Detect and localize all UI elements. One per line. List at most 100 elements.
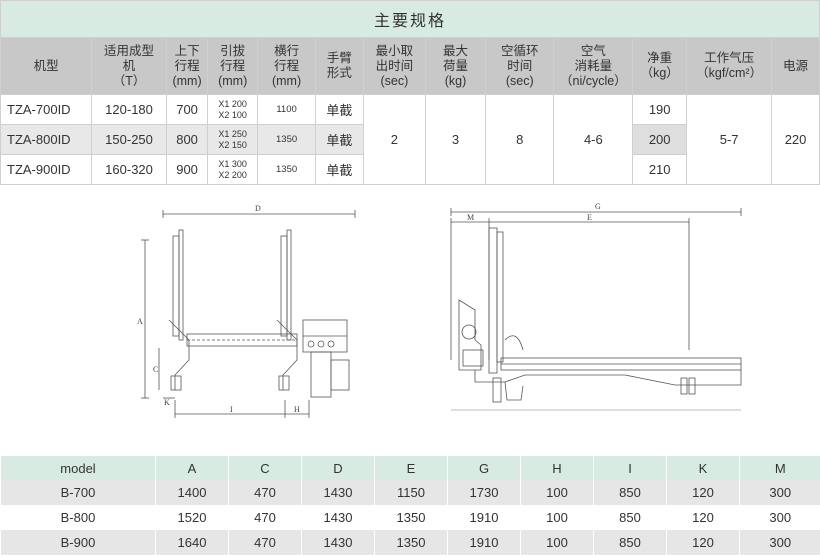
label-D: D xyxy=(255,204,261,213)
cell-arm: 单截 xyxy=(315,94,364,125)
cell-updown: 900 xyxy=(165,154,209,185)
dims-cell: B-800 xyxy=(0,505,156,530)
header-draw: 引拔 行程 (mm) xyxy=(207,37,259,95)
cell-model: TZA-800ID xyxy=(0,124,93,155)
label-M: M xyxy=(467,213,474,222)
dims-cell: 470 xyxy=(228,505,302,530)
cell-min-takeout: 2 xyxy=(362,94,426,185)
cell-arm: 单截 xyxy=(315,154,364,185)
label-H: H xyxy=(294,405,300,414)
cell-machine: 120-180 xyxy=(91,94,167,125)
dims-cell: 470 xyxy=(228,530,302,555)
cell-traverse: 1100 xyxy=(257,94,317,125)
cell-weight: 190 xyxy=(632,94,688,125)
cell-machine: 150-250 xyxy=(91,124,167,155)
label-C: C xyxy=(153,365,158,374)
dims-cell: 1430 xyxy=(301,530,375,555)
dims-cell: 1520 xyxy=(155,505,229,530)
dims-cell: 1730 xyxy=(447,480,521,505)
header-updown: 上下 行程 (mm) xyxy=(165,37,209,95)
dims-cell: 1350 xyxy=(374,530,448,555)
cell-cycle: 8 xyxy=(485,94,555,185)
dims-cell: 1430 xyxy=(301,480,375,505)
cell-pressure: 5-7 xyxy=(686,94,773,185)
dims-header-E: E xyxy=(374,456,448,480)
cell-max-load: 3 xyxy=(424,94,487,185)
header-max-load: 最大 荷量 (kg) xyxy=(424,37,487,95)
dims-cell: 850 xyxy=(593,530,667,555)
cell-weight: 200 xyxy=(632,124,688,155)
spec-table: 主要规格 机型 适用成型 机 （T） 上下 行程 (mm) 引拔 行程 (mm)… xyxy=(0,0,820,185)
header-min-takeout: 最小取 出时间 (sec) xyxy=(362,37,426,95)
label-A: A xyxy=(137,317,143,326)
dims-header-A: A xyxy=(155,456,229,480)
cell-traverse: 1350 xyxy=(257,154,317,185)
side-view-drawing: G M E xyxy=(450,202,742,411)
dims-header-G: G xyxy=(447,456,521,480)
dims-header-K: K xyxy=(666,456,740,480)
dims-cell: 1910 xyxy=(447,530,521,555)
draw-x2: X2 150 xyxy=(218,139,247,150)
cell-weight: 210 xyxy=(632,154,688,185)
dims-cell: 120 xyxy=(666,480,740,505)
header-model: 机型 xyxy=(0,37,93,95)
header-cycle: 空循环 时间 (sec) xyxy=(485,37,555,95)
header-arm: 手臂 形式 xyxy=(315,37,364,95)
draw-x1: X1 300 xyxy=(218,158,247,169)
dims-header-model: model xyxy=(0,456,156,480)
dims-cell: 300 xyxy=(739,530,820,555)
dims-header-I: I xyxy=(593,456,667,480)
label-K: K xyxy=(164,398,170,407)
label-E: E xyxy=(587,213,592,222)
dims-cell: 470 xyxy=(228,480,302,505)
dims-cell: 120 xyxy=(666,505,740,530)
cell-power: 220 xyxy=(771,94,820,185)
cell-model: TZA-900ID xyxy=(0,154,93,185)
cell-updown: 700 xyxy=(165,94,209,125)
dims-header-H: H xyxy=(520,456,594,480)
draw-x2: X2 100 xyxy=(218,109,247,120)
header-traverse: 横行 行程 (mm) xyxy=(257,37,317,95)
dims-header-C: C xyxy=(228,456,302,480)
dims-cell: 300 xyxy=(739,480,820,505)
dims-cell: 120 xyxy=(666,530,740,555)
dims-cell: 850 xyxy=(593,505,667,530)
header-power: 电源 xyxy=(771,37,820,95)
dims-cell: 1150 xyxy=(374,480,448,505)
dims-cell: 1400 xyxy=(155,480,229,505)
dims-cell: 100 xyxy=(520,530,594,555)
dims-cell: 300 xyxy=(739,505,820,530)
front-view-drawing: D A C K I H xyxy=(137,204,356,418)
header-machine: 适用成型 机 （T） xyxy=(91,37,167,95)
spec-title: 主要规格 xyxy=(0,0,820,38)
cell-air: 4-6 xyxy=(553,94,634,185)
dimension-table: model A C D E G H I K M B-700 1400 470 1… xyxy=(0,456,820,555)
dims-cell: B-900 xyxy=(0,530,156,555)
header-pressure: 工作气压 （kgf/cm²） xyxy=(686,37,773,95)
dims-header-D: D xyxy=(301,456,375,480)
label-I: I xyxy=(230,405,233,414)
dims-cell: B-700 xyxy=(0,480,156,505)
dims-cell: 100 xyxy=(520,505,594,530)
table-row: B-800 1520 470 1430 1350 1910 100 850 12… xyxy=(0,505,820,530)
draw-x1: X1 250 xyxy=(218,128,247,139)
dims-header-M: M xyxy=(739,456,820,480)
dims-cell: 1640 xyxy=(155,530,229,555)
cell-machine: 160-320 xyxy=(91,154,167,185)
cell-updown: 800 xyxy=(165,124,209,155)
dims-cell: 1350 xyxy=(374,505,448,530)
dims-cell: 1430 xyxy=(301,505,375,530)
table-row: B-900 1640 470 1430 1350 1910 100 850 12… xyxy=(0,530,820,555)
dims-cell: 1910 xyxy=(447,505,521,530)
draw-x1: X1 200 xyxy=(218,98,247,109)
draw-x2: X2 200 xyxy=(218,169,247,180)
cell-traverse: 1350 xyxy=(257,124,317,155)
header-weight: 净重 （kg） xyxy=(632,37,688,95)
table-row: B-700 1400 470 1430 1150 1730 100 850 12… xyxy=(0,480,820,505)
dims-cell: 100 xyxy=(520,480,594,505)
